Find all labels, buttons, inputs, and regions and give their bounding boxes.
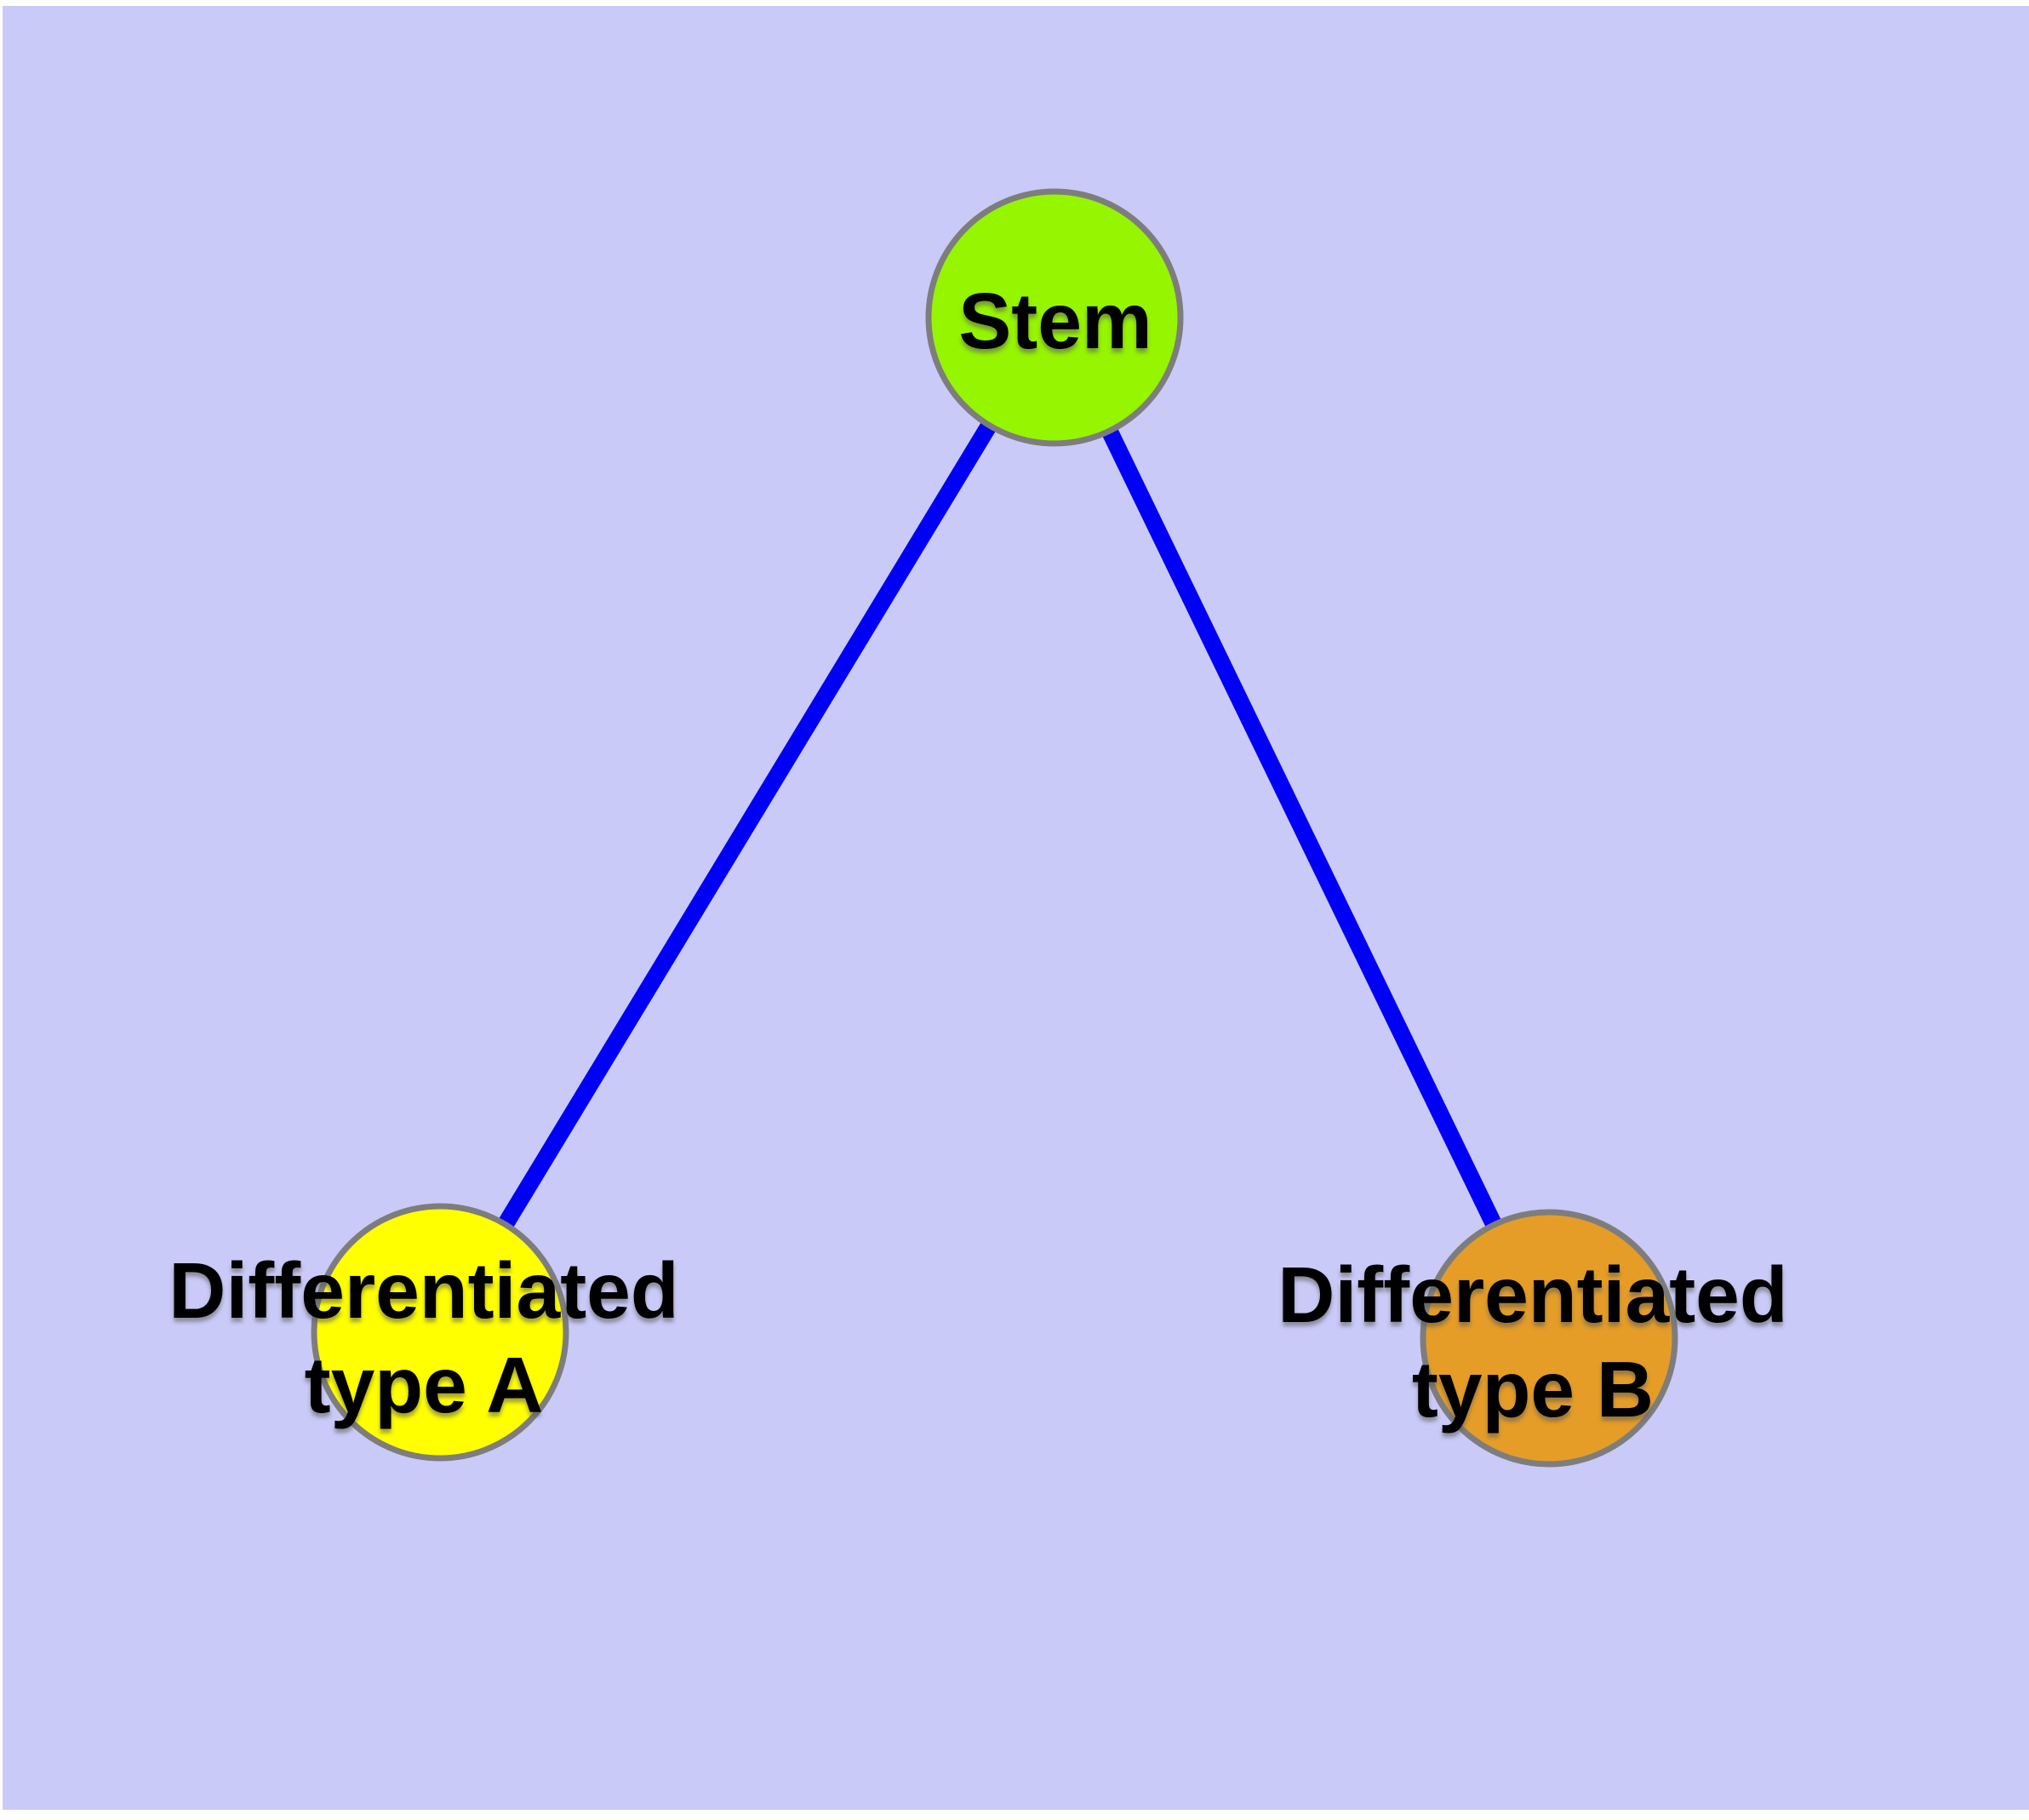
type-b-node-label-line2: type B: [1412, 1345, 1654, 1434]
type-a-node-label-line2: type A: [305, 1341, 544, 1429]
stem-node-circle: [925, 188, 1184, 447]
stem-node-label: Stem: [958, 277, 1152, 365]
node-type-a: Differentiated type A: [169, 1203, 679, 1462]
type-a-node-circle: [311, 1203, 569, 1462]
type-b-node-circle: [1420, 1209, 1678, 1468]
type-a-node-label-line1: Differentiated: [169, 1246, 678, 1335]
type-b-node-label-line1: Differentiated: [1277, 1251, 1787, 1339]
edge-group: [432, 312, 1557, 1342]
edge-stem-to-type-b: [1047, 313, 1557, 1342]
node-stem: Stem: [925, 188, 1184, 447]
edge-stem-to-type-a: [432, 312, 1062, 1337]
node-type-b: Differentiated type B: [1277, 1209, 1788, 1468]
